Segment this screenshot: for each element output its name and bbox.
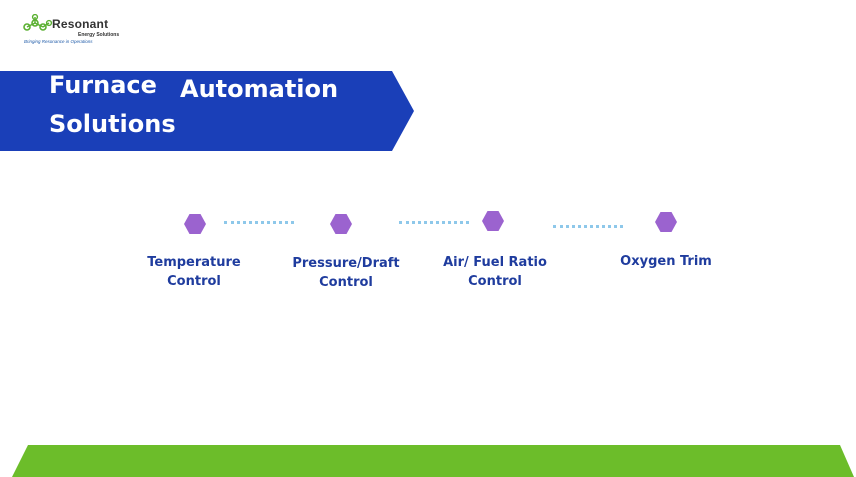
title-word-solutions: Solutions	[49, 110, 176, 138]
step-node-temperature	[184, 214, 206, 234]
logo-tagline: Bringing Resonance in Operations	[24, 39, 93, 44]
logo-name: Resonant	[52, 17, 109, 31]
connector-3	[553, 225, 623, 228]
company-logo: Resonant Energy Solutions Bringing Reson…	[22, 14, 132, 48]
step-label-temperature: Temperature Control	[124, 253, 264, 291]
step-label-pressure: Pressure/Draft Control	[276, 254, 416, 292]
connector-2	[399, 221, 469, 224]
step-label-air-fuel: Air/ Fuel Ratio Control	[425, 253, 565, 291]
step-node-pressure	[330, 214, 352, 234]
step-label-line: Temperature	[147, 255, 241, 270]
title-word-automation: Automation	[180, 75, 339, 103]
logo-molecule-icon	[23, 14, 53, 31]
connector-1	[224, 221, 294, 224]
step-label-line: Control	[167, 274, 221, 289]
step-label-line: Air/ Fuel Ratio	[443, 255, 547, 270]
title-banner	[0, 71, 414, 151]
step-label-oxygen: Oxygen Trim	[596, 252, 736, 271]
footer-bar	[12, 445, 854, 477]
step-node-oxygen	[655, 212, 677, 232]
step-label-line: Control	[468, 274, 522, 289]
title-word-furnace: Furnace	[49, 71, 157, 99]
step-label-line: Oxygen Trim	[620, 254, 712, 269]
step-node-air-fuel	[482, 211, 504, 231]
step-label-line: Pressure/Draft	[292, 256, 400, 271]
logo-subtitle: Energy Solutions	[78, 32, 120, 38]
step-label-line: Control	[319, 275, 373, 290]
